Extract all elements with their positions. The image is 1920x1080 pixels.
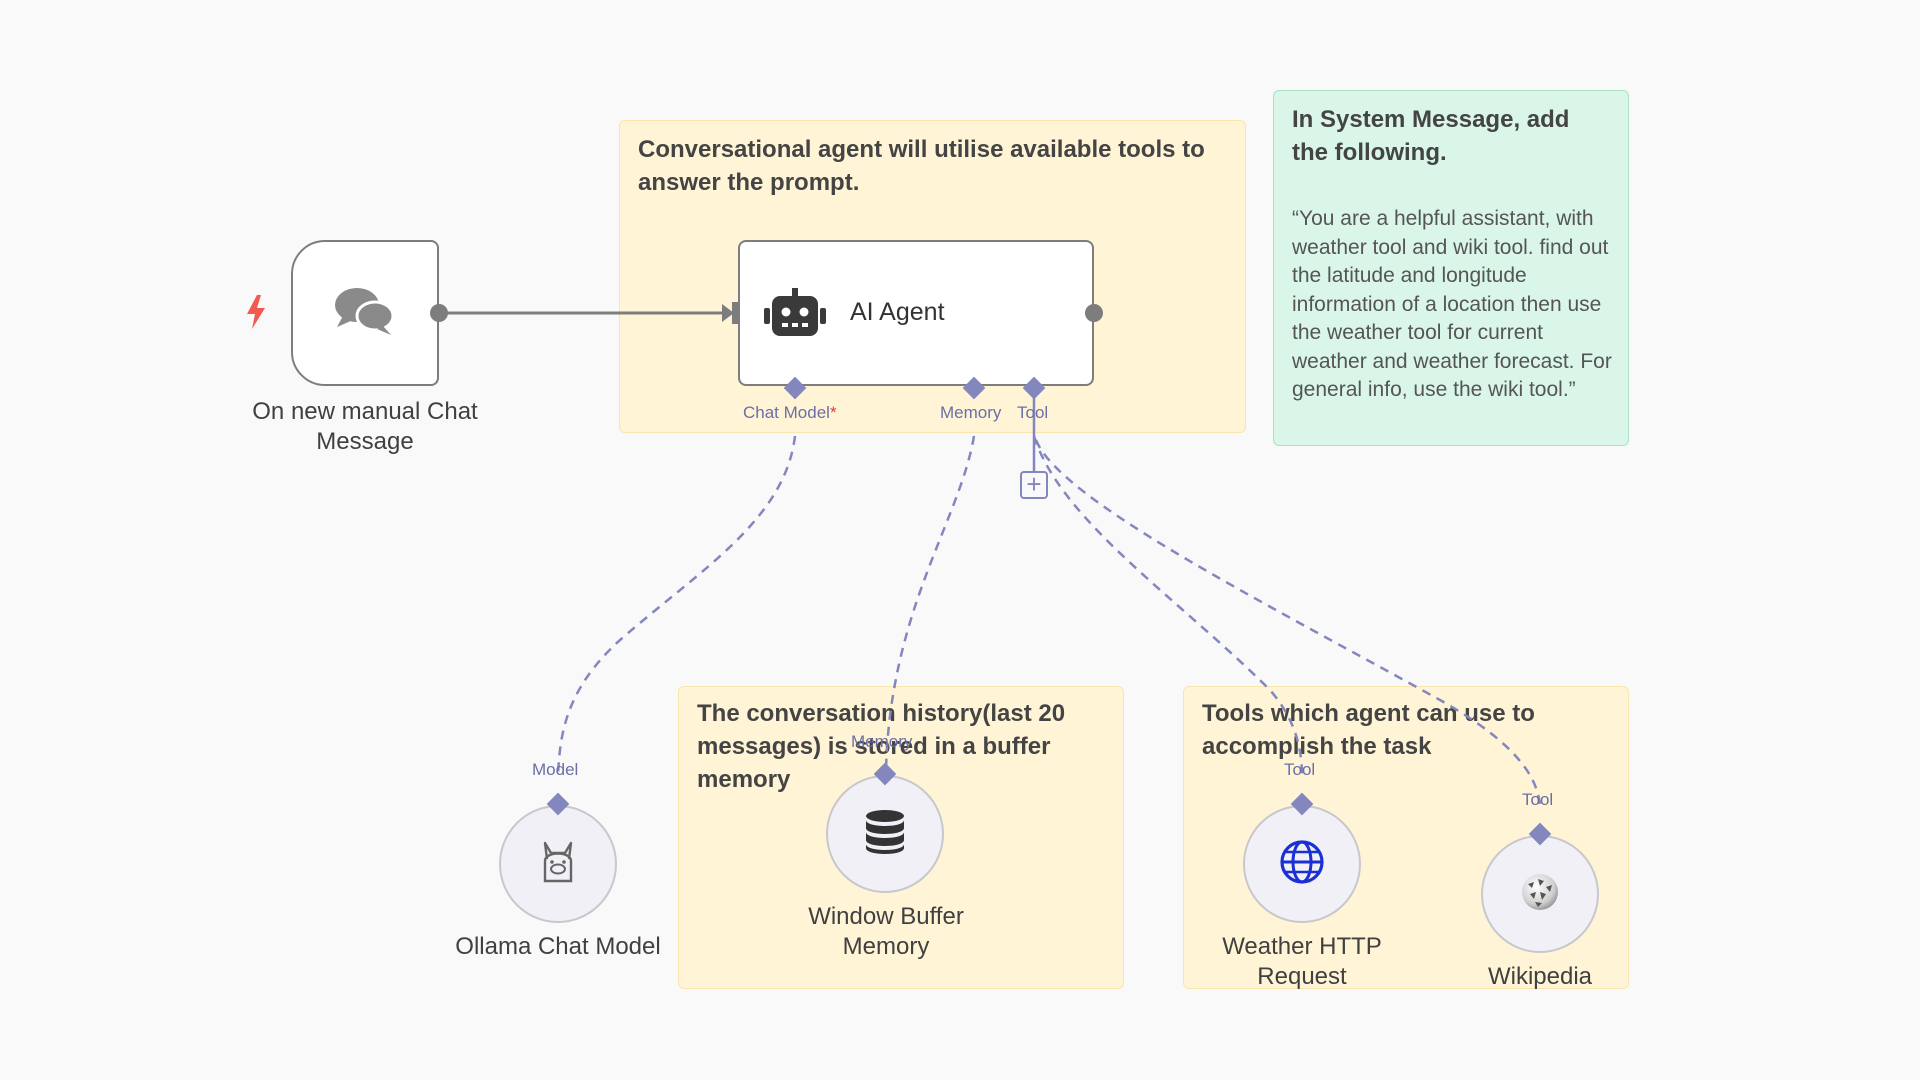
chat-model-port-label: Chat Model* [743,403,837,423]
ai-agent-output-port[interactable] [1085,304,1103,322]
ai-agent-node[interactable] [738,240,1094,386]
sticky-note-system-title: In System Message, add the following. [1292,106,1570,166]
sticky-note-system-message[interactable]: In System Message, add the following. “Y… [1273,90,1629,446]
add-tool-button[interactable]: + [1020,471,1048,499]
sticky-note-tools-text: Tools which agent can use to accomplish … [1202,700,1535,760]
chat-model-port-text: Chat Model [743,403,830,422]
trigger-bolt-icon [244,294,268,330]
trigger-output-port[interactable] [430,304,448,322]
wikipedia-node[interactable] [1481,835,1599,953]
ai-agent-title: AI Agent [850,298,945,326]
wikipedia-tool-port-label: Tool [1522,790,1554,809]
window-buffer-memory-label: Window Buffer Memory [808,903,964,960]
weather-http-request-node[interactable] [1243,805,1361,923]
llama-icon [538,839,578,890]
weather-tool-port-label: Tool [1284,760,1316,779]
memory-port-label: Memory [940,403,1002,422]
tool-port-label: Tool [1017,403,1049,422]
window-buffer-memory-node[interactable] [826,775,944,893]
weather-http-request-label: Weather HTTP Request [1222,933,1382,990]
sticky-note-system-body: “You are a helpful assistant, with weath… [1292,207,1612,401]
wikipedia-globe-icon [1520,872,1560,917]
ollama-chat-model-label: Ollama Chat Model [455,933,661,960]
trigger-node-label: On new manual Chat Message [252,398,478,455]
database-icon [865,809,905,860]
ollama-model-port-label: Model [532,760,579,779]
chat-bubbles-icon [333,285,397,342]
required-marker: * [829,403,837,422]
memory-input-port-label: Memory [851,732,913,751]
ollama-chat-model-node[interactable] [499,805,617,923]
trigger-node[interactable] [291,240,439,386]
robot-icon [764,288,826,343]
globe-icon [1279,839,1325,890]
sticky-note-agent-text: Conversational agent will utilise availa… [638,136,1205,196]
wikipedia-label: Wikipedia [1487,963,1593,990]
